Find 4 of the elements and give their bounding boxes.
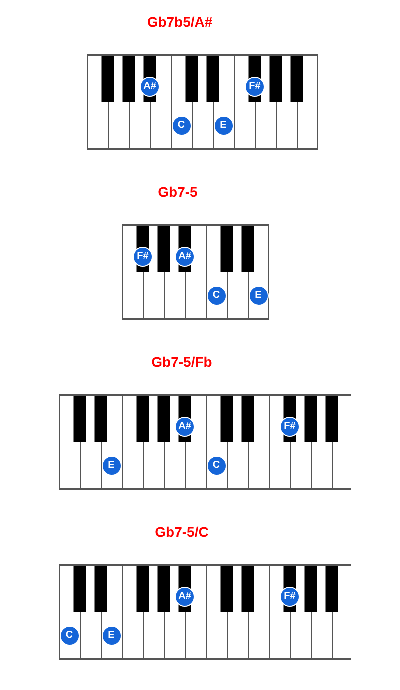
chord-name: Gb7-5 bbox=[158, 184, 198, 200]
chord-name: Gb7b5/A# bbox=[147, 14, 213, 30]
chord-name: Gb7-5/C bbox=[155, 524, 209, 540]
chord-name: Gb7-5/Fb bbox=[152, 354, 212, 370]
